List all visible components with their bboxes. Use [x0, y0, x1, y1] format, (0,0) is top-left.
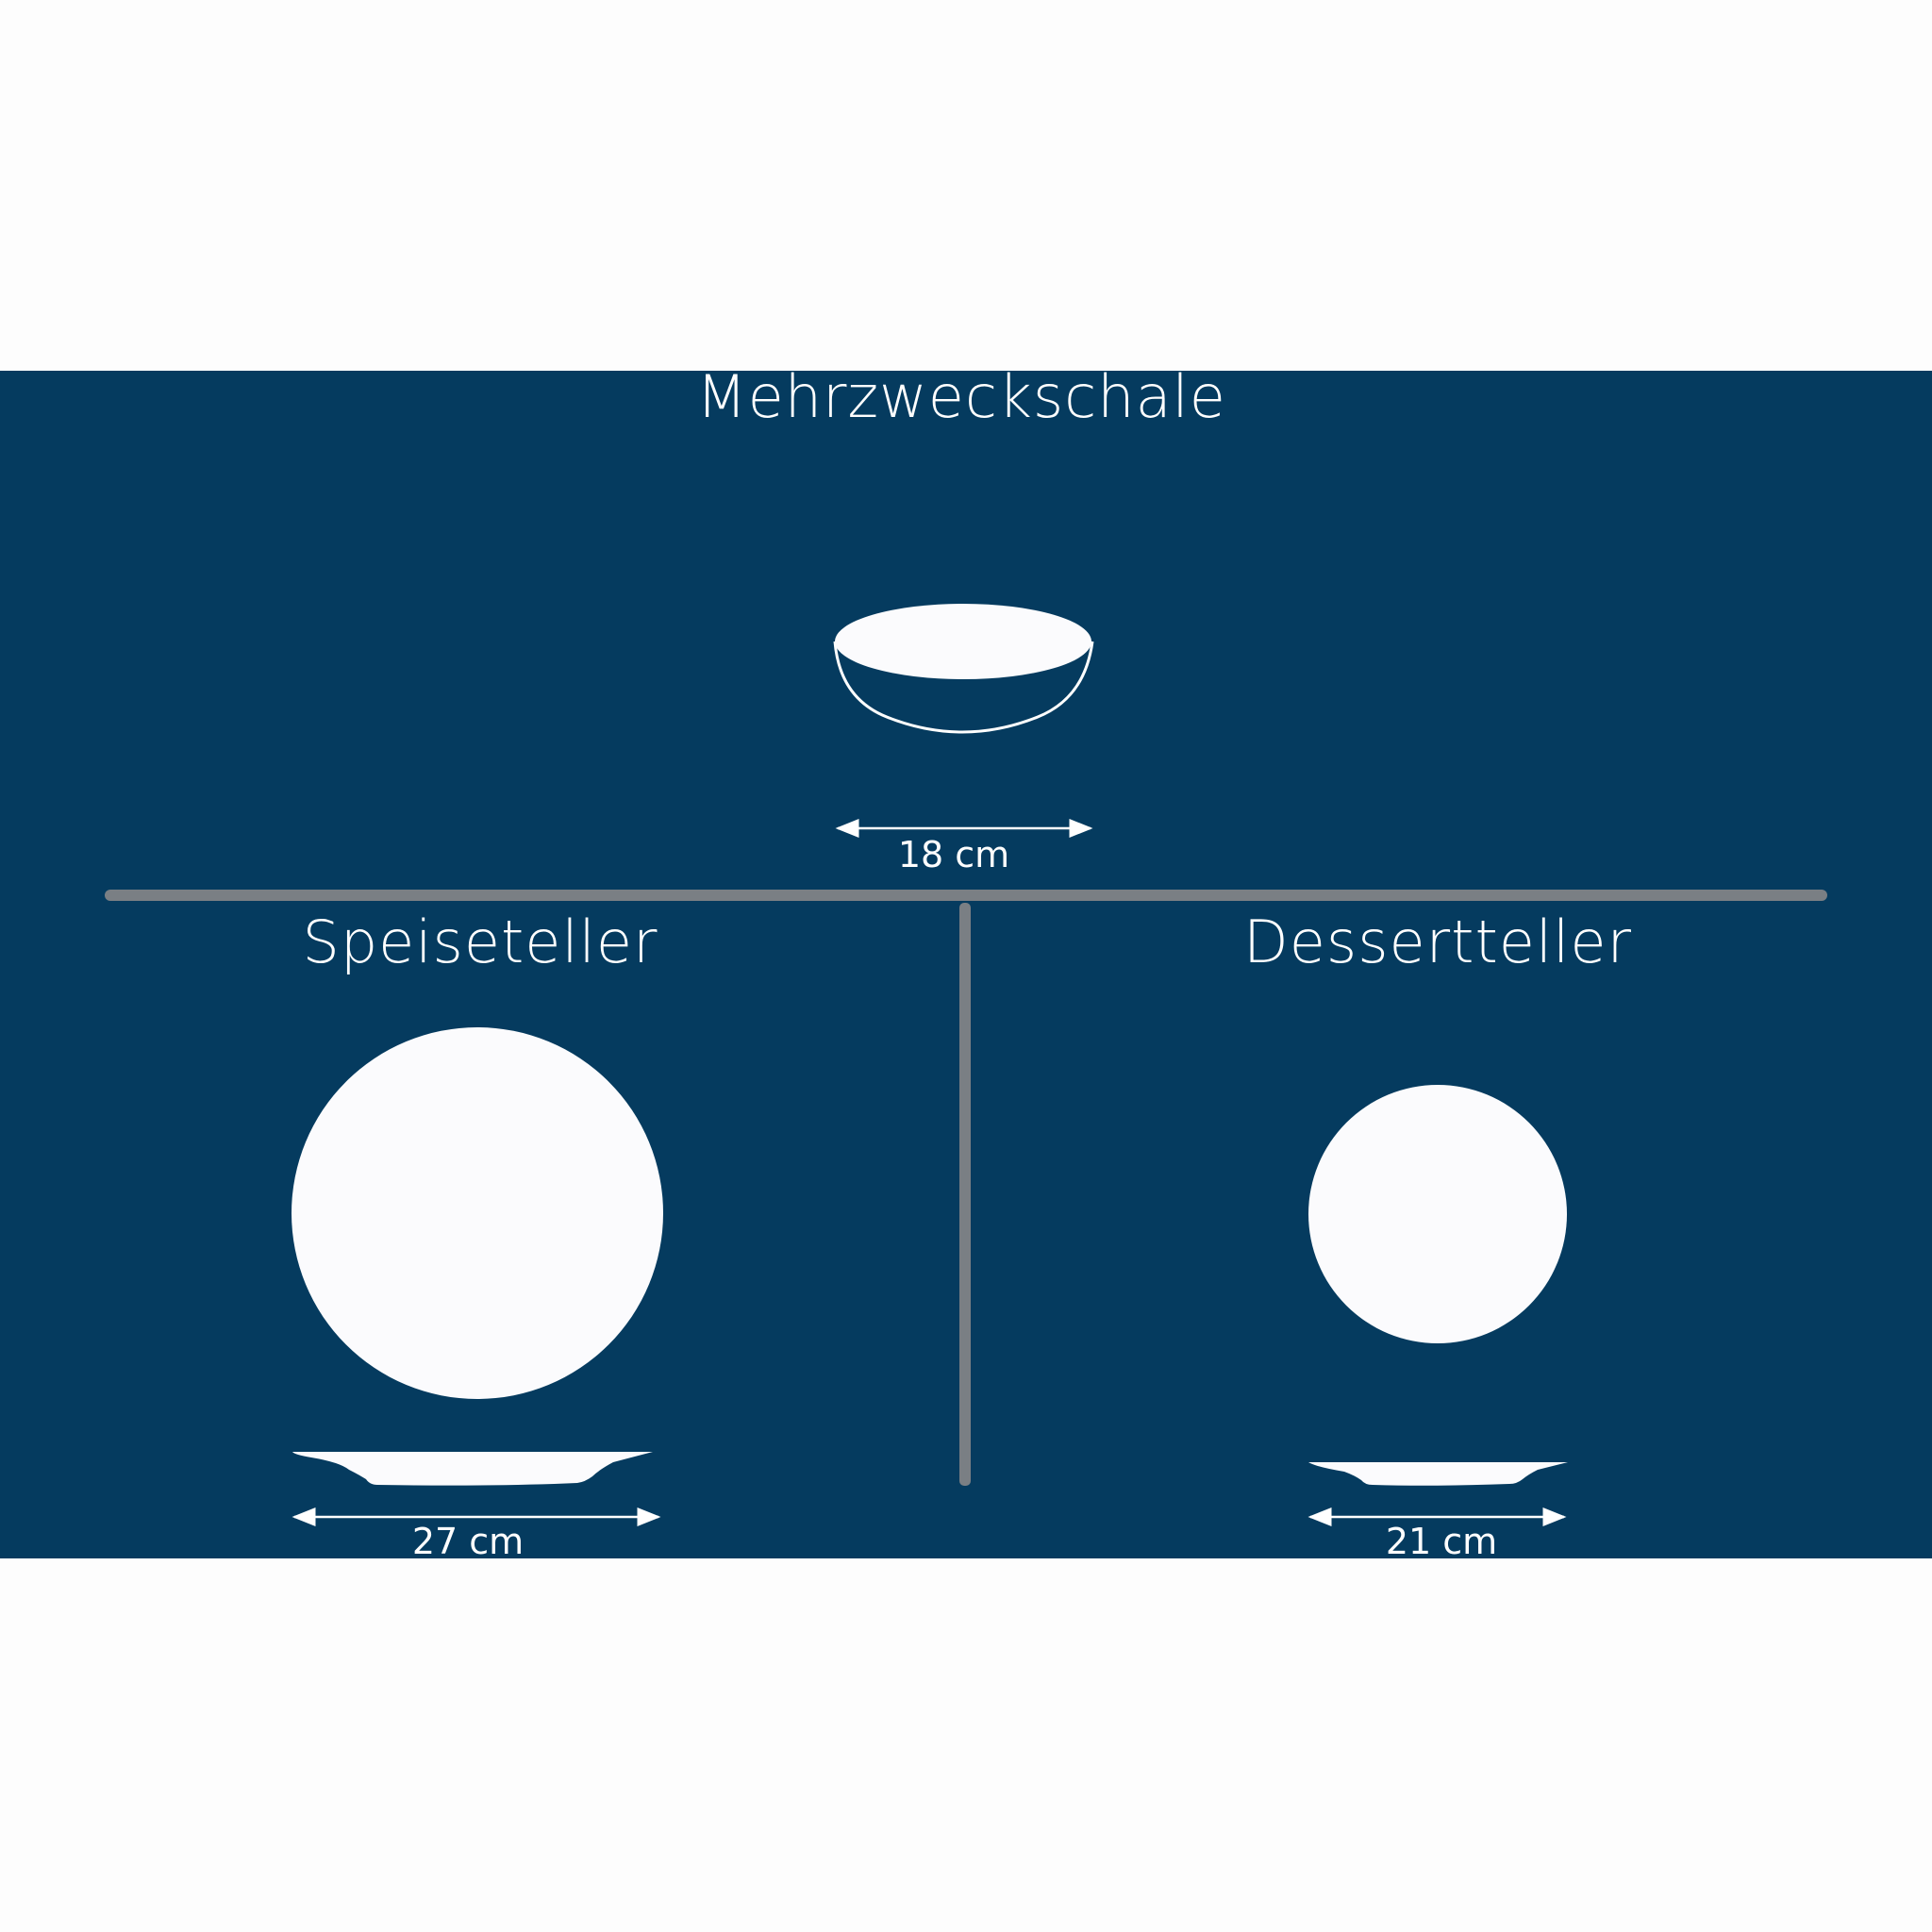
dessert-plate-size-label: 21 cm: [1385, 1521, 1498, 1562]
bowl-size-label: 18 cm: [897, 834, 1010, 875]
dinner-plate-size-label: 27 cm: [411, 1521, 525, 1562]
dinner-plate-top-view: [291, 1027, 663, 1399]
dessert-plate-title: Dessertteller: [1243, 908, 1632, 976]
dessert-plate-top-view: [1308, 1085, 1567, 1343]
dinner-plate-title: Speiseteller: [302, 908, 658, 976]
horizontal-divider: [105, 890, 1827, 901]
vertical-divider: [959, 903, 971, 1486]
dinner-plate-side-view: [292, 1452, 653, 1486]
dessert-plate-side-view: [1308, 1462, 1568, 1486]
bowl-illustration: [833, 604, 1094, 734]
bowl-title: Mehrzweckschale: [696, 362, 1226, 431]
